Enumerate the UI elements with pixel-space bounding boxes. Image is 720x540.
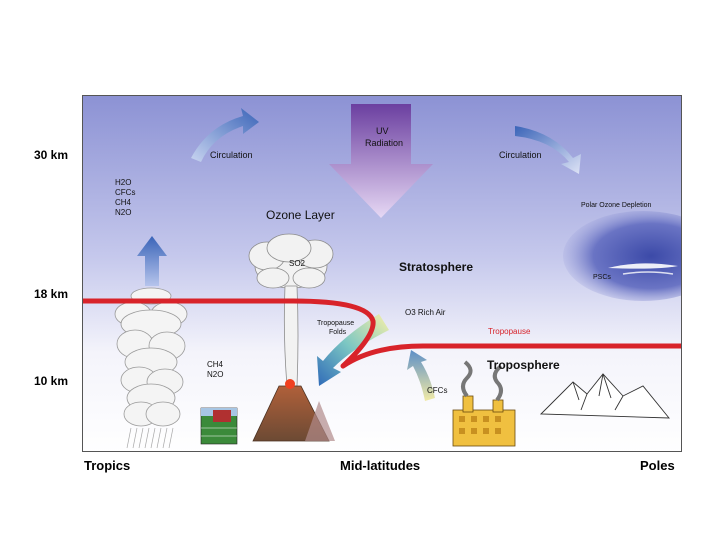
farm-scene <box>200 407 238 445</box>
tropopause-line <box>83 298 681 369</box>
stratosphere-label: Stratosphere <box>399 260 474 274</box>
circulation-arrow-left <box>191 108 259 162</box>
circulation-arrow-right <box>515 126 581 174</box>
tropics-gas-item: N2O <box>115 208 132 217</box>
polar-vortex <box>563 211 681 301</box>
polar-ozone-label: Polar Ozone Depletion <box>581 202 652 209</box>
mid-latitudes-label: Mid-latitudes <box>340 458 421 473</box>
atmosphere-diagram: Circulation Circulation UV Radiation Ozo… <box>82 95 682 452</box>
so2-label: SO2 <box>289 259 306 268</box>
poles-label: Poles <box>640 458 675 473</box>
o3-rich-air-label: O3 Rich Air <box>405 308 446 317</box>
ozone-layer-label: Ozone Layer <box>266 208 335 222</box>
tropopause-folds-label-1: Tropopause <box>317 320 355 327</box>
rain-lines <box>126 427 174 449</box>
midlat-gases-list: CH4 N2O <box>207 360 223 380</box>
tropics-gases-list: H2O CFCs CH4 N2O <box>115 178 135 218</box>
tropopause-folds-label-2: Folds <box>329 329 347 336</box>
cfcs-upward-arrow <box>407 350 435 401</box>
factory <box>452 360 516 447</box>
cfcs-bottom-label: CFCs <box>427 386 448 395</box>
altitude-30km-label: 30 km <box>34 148 69 162</box>
uv-label-line1: UV <box>376 126 389 136</box>
psc-cloud <box>608 263 678 269</box>
tropics-gas-item: CFCs <box>115 188 136 197</box>
circulation-right-label: Circulation <box>499 150 542 160</box>
midlat-gas-item: CH4 <box>207 360 224 369</box>
tropopause-label: Tropopause <box>488 327 531 336</box>
tropics-upward-arrow <box>137 236 167 286</box>
tropics-gas-item: H2O <box>115 178 132 187</box>
circulation-left-label: Circulation <box>210 150 253 160</box>
tropics-label: Tropics <box>84 458 131 473</box>
eruption-glow <box>285 379 295 389</box>
altitude-18km-label: 18 km <box>34 287 69 301</box>
troposphere-label: Troposphere <box>487 358 560 372</box>
pscs-label: PSCs <box>593 274 611 281</box>
mountains <box>539 373 670 419</box>
volcanic-plume <box>248 233 334 387</box>
tropics-gas-item: CH4 <box>115 198 132 207</box>
altitude-10km-label: 10 km <box>34 374 69 388</box>
uv-label-line2: Radiation <box>365 138 404 148</box>
diagram-graphics <box>83 96 681 451</box>
midlat-gas-item: N2O <box>207 370 224 379</box>
uv-radiation-arrow <box>329 104 433 218</box>
